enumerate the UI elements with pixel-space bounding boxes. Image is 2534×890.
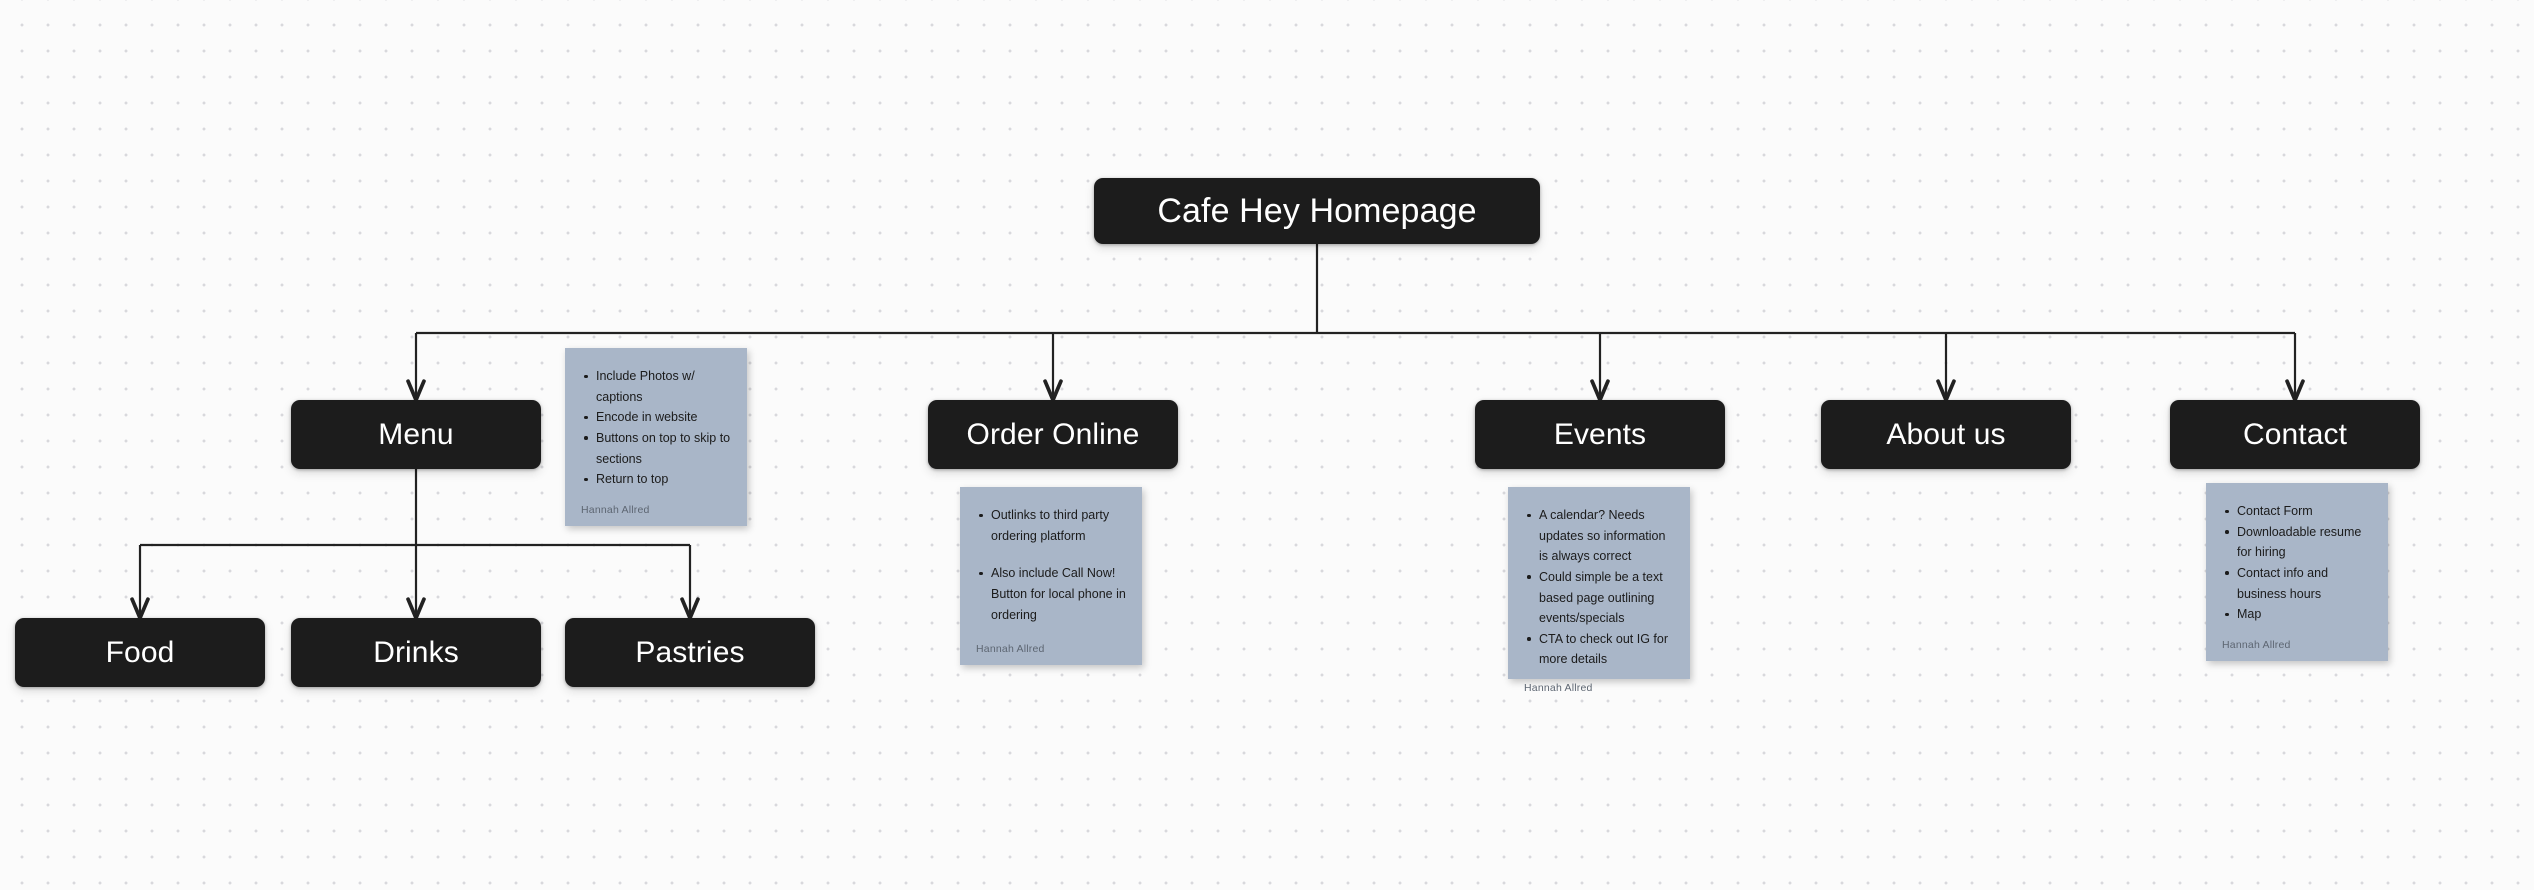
sticky-note-author: Hannah Allred <box>581 504 650 516</box>
sticky-note-contact[interactable]: Contact Form Downloadable resume for hir… <box>2206 483 2388 661</box>
sticky-note-author: Hannah Allred <box>1524 682 1593 694</box>
node-about-us-label: About us <box>1886 417 2006 451</box>
list-item: Include Photos w/ captions <box>581 366 731 407</box>
sticky-note-events-list: A calendar? Needs updates so information… <box>1524 505 1674 670</box>
node-drinks-label: Drinks <box>373 635 459 669</box>
sticky-note-order-online[interactable]: Outlinks to third party ordering platfor… <box>960 487 1142 665</box>
list-item: A calendar? Needs updates so information… <box>1524 505 1674 567</box>
list-item: Contact Form <box>2222 501 2372 522</box>
node-drinks[interactable]: Drinks <box>291 618 541 687</box>
list-item: Outlinks to third party ordering platfor… <box>976 505 1126 546</box>
sticky-note-order-online-list: Outlinks to third party ordering platfor… <box>976 505 1126 625</box>
node-order-online-label: Order Online <box>966 417 1140 451</box>
node-events[interactable]: Events <box>1475 400 1725 469</box>
node-menu-label: Menu <box>378 417 454 451</box>
node-order-online[interactable]: Order Online <box>928 400 1178 469</box>
node-events-label: Events <box>1553 417 1647 451</box>
sticky-note-menu[interactable]: Include Photos w/ captions Encode in web… <box>565 348 747 526</box>
sticky-note-menu-list: Include Photos w/ captions Encode in web… <box>581 366 731 490</box>
node-menu[interactable]: Menu <box>291 400 541 469</box>
sticky-note-author: Hannah Allred <box>2222 639 2291 651</box>
list-item: Could simple be a text based page outlin… <box>1524 567 1674 629</box>
sticky-note-events[interactable]: A calendar? Needs updates so information… <box>1508 487 1690 694</box>
node-root[interactable]: Cafe Hey Homepage <box>1094 178 1540 244</box>
list-item: Encode in website <box>581 407 731 428</box>
node-contact[interactable]: Contact <box>2170 400 2420 469</box>
list-item: Also include Call Now! Button for local … <box>976 563 1126 625</box>
node-about-us[interactable]: About us <box>1821 400 2071 469</box>
list-item: Return to top <box>581 469 731 490</box>
node-contact-label: Contact <box>2242 417 2348 451</box>
sticky-note-contact-list: Contact Form Downloadable resume for hir… <box>2222 501 2372 625</box>
list-item: Map <box>2222 604 2372 625</box>
list-item: Contact info and business hours <box>2222 563 2372 604</box>
node-root-label: Cafe Hey Homepage <box>1157 192 1477 230</box>
node-food-label: Food <box>105 635 175 669</box>
list-item: Buttons on top to skip to sections <box>581 428 731 469</box>
node-food[interactable]: Food <box>15 618 265 687</box>
node-pastries[interactable]: Pastries <box>565 618 815 687</box>
list-item: CTA to check out IG for more details <box>1524 629 1674 670</box>
list-item: Downloadable resume for hiring <box>2222 522 2372 563</box>
node-pastries-label: Pastries <box>635 635 745 669</box>
sticky-note-author: Hannah Allred <box>976 643 1045 655</box>
